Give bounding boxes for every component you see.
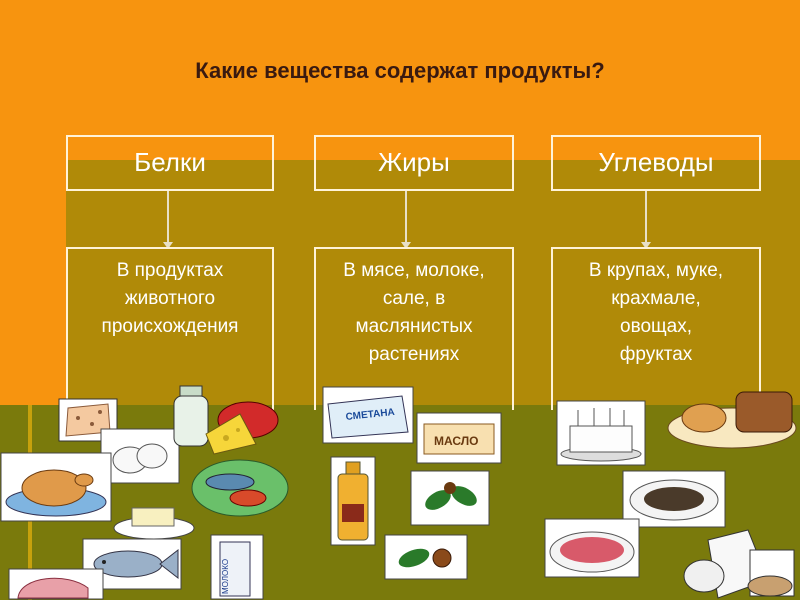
desc-carbs: В крупах, муке, крахмале, овощах, фрукта… [551,247,761,410]
desc-line: маслянистых [355,316,473,337]
desc-line: крахмале, [611,288,701,309]
buckwheat-plate-icon [622,470,726,528]
sour-cream-icon: СМЕТАНА [322,386,414,444]
desc-line: сале, в [382,288,446,309]
nuts-leaves-icon [410,470,490,526]
header-fats: Жиры [314,135,514,191]
desc-line: растениях [368,344,460,365]
bread-icon [667,391,797,449]
desc-line: В крупах, муке, [588,260,724,281]
desc-line: овощах, [620,316,692,337]
milk-carton-icon: МОЛОКО [210,534,264,600]
header-proteins: Белки [66,135,274,191]
desc-line: фруктах [619,344,693,365]
header-proteins-label: Белки [134,147,206,177]
desc-line: происхождения [101,316,239,337]
arrow-carbs [641,191,651,249]
eggs-icon [100,428,180,484]
roast-chicken-icon [0,452,112,522]
milk-carton-label: МОЛОКО [221,559,230,594]
header-carbs: Углеводы [551,135,761,191]
desc-line: животного [124,288,216,309]
seafood-plate-icon [191,459,289,517]
sour-cream-label: СМЕТАНА [345,407,395,423]
desc-line: В продуктах [116,260,224,281]
header-carbs-label: Углеводы [598,147,714,177]
butter-pack-icon: МАСЛО [416,412,502,464]
slide-title: Какие вещества содержат продукты? [195,58,605,83]
cheese-wheel-icon [205,401,279,455]
flour-bag-icon [683,529,795,599]
arrow-fats [401,191,411,249]
butter-plate-icon [113,507,195,540]
desc-line: В мясе, молоке, [343,260,485,281]
oil-bottle-icon [330,456,376,546]
background-olive-band [66,160,800,410]
berries-plate-icon [544,518,640,578]
birthday-cake-icon [556,400,646,466]
milk-bottle-icon [173,385,209,447]
arrow-proteins [163,191,173,249]
butter-pack-label: МАСЛО [434,434,478,448]
desc-fats: В мясе, молоке, сале, в маслянистых раст… [314,247,514,410]
meat-icon [8,568,104,600]
desc-proteins: В продуктах животного происхождения [66,247,274,410]
hazelnut-icon [384,534,468,580]
header-fats-label: Жиры [378,147,450,177]
